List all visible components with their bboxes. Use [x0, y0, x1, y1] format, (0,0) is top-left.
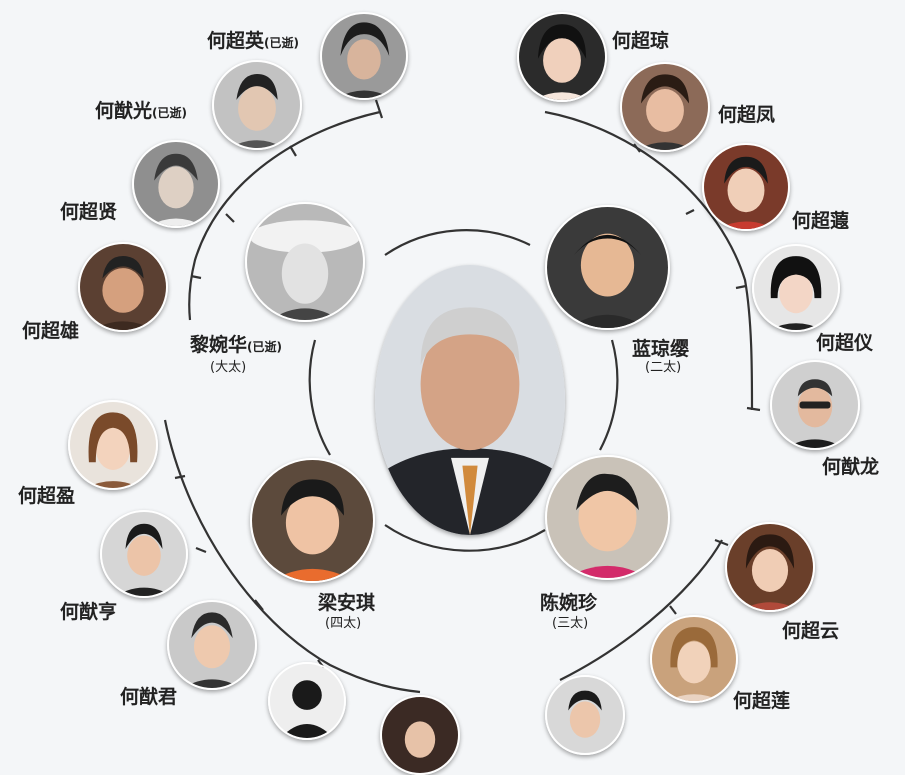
connector-inner-right: [599, 339, 619, 451]
wife4-portrait: [250, 458, 375, 583]
connector-family-1: [188, 110, 381, 321]
child-c3-portrait: [132, 140, 220, 228]
portrait-icon: [134, 142, 218, 226]
connector-family-3: [559, 539, 723, 681]
child-c14-name: 何超莲: [733, 690, 791, 712]
child-c2-name: 何猷光(已逝): [95, 100, 187, 122]
portrait-icon: [547, 677, 623, 753]
child-c12-name: 何猷君: [120, 686, 178, 708]
portrait-icon: [247, 204, 363, 320]
connector-inner-top-left: [384, 229, 531, 256]
child-c3-name: 何超贤: [60, 201, 118, 223]
connector-inner-left: [308, 339, 331, 456]
wife3-portrait: [545, 455, 670, 580]
portrait-icon: [252, 460, 373, 581]
patriarch-portrait: [375, 265, 565, 535]
portrait-icon: [652, 617, 736, 701]
connector-lines: [163, 99, 761, 694]
connector-inner-bottom: [384, 524, 546, 552]
child-c8-name: 何超仪: [816, 332, 874, 354]
child-c8-portrait: [752, 244, 840, 332]
child-c1-portrait: [320, 12, 408, 100]
child-partial-portrait-2: [545, 675, 625, 755]
child-c4-portrait: [78, 242, 168, 332]
portrait-icon: [169, 602, 255, 688]
portrait-icon: [754, 246, 838, 330]
wife4-role: (四太): [325, 616, 362, 631]
child-c5-portrait: [517, 12, 607, 102]
child-c1-name: 何超英(已逝): [207, 30, 299, 52]
portrait-icon: [772, 362, 858, 448]
connector-family-4: [163, 419, 421, 694]
portrait-icon: [70, 402, 156, 488]
portrait-icon: [622, 64, 708, 150]
wife1-role: (大太): [210, 360, 247, 375]
wife1-name: 黎婉华(已逝): [190, 334, 282, 356]
wife4-name: 梁安琪: [318, 592, 376, 614]
portrait-icon: [375, 265, 565, 535]
portrait-icon: [102, 512, 186, 596]
child-c13-portrait: [725, 522, 815, 612]
child-c7-portrait: [702, 143, 790, 231]
silhouette-portrait: [268, 662, 346, 740]
portrait-icon: [519, 14, 605, 100]
wife3-role: (三太): [552, 616, 589, 631]
child-c10-name: 何超盈: [18, 485, 76, 507]
child-c4-name: 何超雄: [22, 320, 80, 342]
child-c11-portrait: [100, 510, 188, 598]
portrait-icon: [214, 62, 300, 148]
child-c6-name: 何超凤: [718, 104, 776, 126]
child-partial-portrait: [380, 695, 460, 775]
family-tree-diagram: 黎婉华(已逝) (大太) 蓝琼缨 (二太) 陈婉珍 (三太): [18, 12, 880, 775]
child-c12-portrait: [167, 600, 257, 690]
wife2-portrait: [545, 205, 670, 330]
portrait-icon: [547, 457, 668, 578]
connector-family-2: [544, 110, 754, 411]
child-c6-portrait: [620, 62, 710, 152]
portrait-icon: [547, 207, 668, 328]
child-c11-name: 何猷亨: [60, 601, 118, 623]
wife2-role: (二太): [645, 360, 682, 375]
child-c9-portrait: [770, 360, 860, 450]
child-c5-name: 何超琼: [612, 30, 670, 52]
silhouette-icon: [270, 664, 344, 738]
child-c13-name: 何超云: [782, 620, 840, 642]
wife3-name: 陈婉珍: [540, 592, 598, 614]
portrait-icon: [727, 524, 813, 610]
wife1-portrait: [245, 202, 365, 322]
child-c7-name: 何超蕸: [792, 210, 850, 232]
child-c14-portrait: [650, 615, 738, 703]
portrait-icon: [382, 697, 458, 773]
portrait-icon: [322, 14, 406, 98]
child-c10-portrait: [68, 400, 158, 490]
child-c2-portrait: [212, 60, 302, 150]
portrait-icon: [80, 244, 166, 330]
portrait-icon: [704, 145, 788, 229]
wife2-name: 蓝琼缨: [632, 338, 690, 360]
child-c9-name: 何猷龙: [822, 456, 880, 478]
